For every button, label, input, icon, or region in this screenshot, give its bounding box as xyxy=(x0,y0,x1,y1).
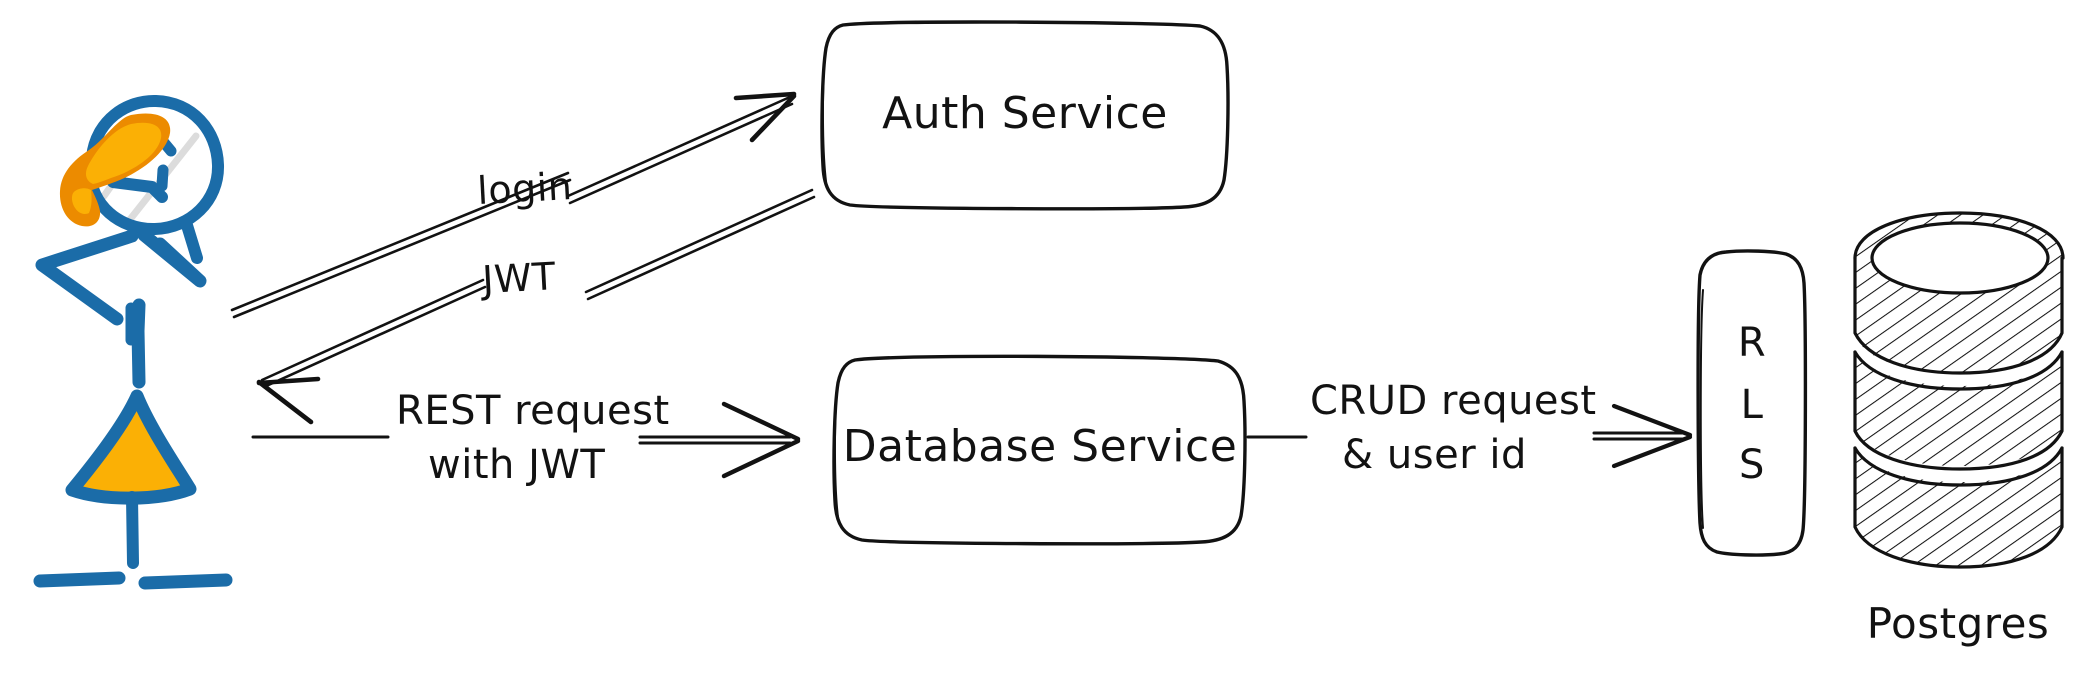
leg xyxy=(126,491,139,569)
nose-icon xyxy=(156,164,169,192)
edge-login: login xyxy=(230,91,797,319)
torso xyxy=(131,298,146,389)
node-postgres[interactable]: Postgres xyxy=(1840,206,2080,648)
edge-rest-request-label-line2: with JWT xyxy=(428,442,605,488)
hair-bow-inner xyxy=(85,122,162,184)
edge-jwt-label: JWT xyxy=(479,254,557,302)
edge-crud-request-label-line1: CRUD request xyxy=(1310,378,1597,424)
node-database-service-label: Database Service xyxy=(843,421,1238,472)
node-postgres-label: Postgres xyxy=(1867,599,2050,648)
foot-right xyxy=(138,573,233,590)
hair-bow-tail xyxy=(71,188,92,214)
foot-left xyxy=(33,571,126,588)
edge-crud-request: CRUD request & user id xyxy=(1246,378,1693,478)
node-rls-letter-l: L xyxy=(1741,382,1764,428)
arm-right xyxy=(137,228,207,288)
node-rls-letter-r: R xyxy=(1738,320,1766,366)
edge-jwt: JWT xyxy=(256,188,816,425)
neck xyxy=(180,216,203,264)
node-database-service[interactable]: Database Service xyxy=(832,354,1247,546)
edge-rest-request: REST request with JWT xyxy=(251,388,801,488)
edge-rest-request-label-line1: REST request xyxy=(396,388,670,434)
smile-icon xyxy=(107,176,168,203)
skirt-fill xyxy=(78,400,188,495)
node-rls-letter-s: S xyxy=(1739,442,1765,488)
node-rls[interactable]: R L S xyxy=(1696,249,1808,557)
head-outline xyxy=(84,95,225,236)
user-stick-figure xyxy=(33,95,233,590)
arm-left xyxy=(35,229,139,326)
edge-login-label: login xyxy=(476,164,573,213)
db-tier-top xyxy=(1853,211,2065,378)
node-auth-service-label: Auth Service xyxy=(882,88,1168,139)
edge-crud-request-label-line2: & user id xyxy=(1342,432,1527,478)
node-auth-service[interactable]: Auth Service xyxy=(820,20,1230,211)
